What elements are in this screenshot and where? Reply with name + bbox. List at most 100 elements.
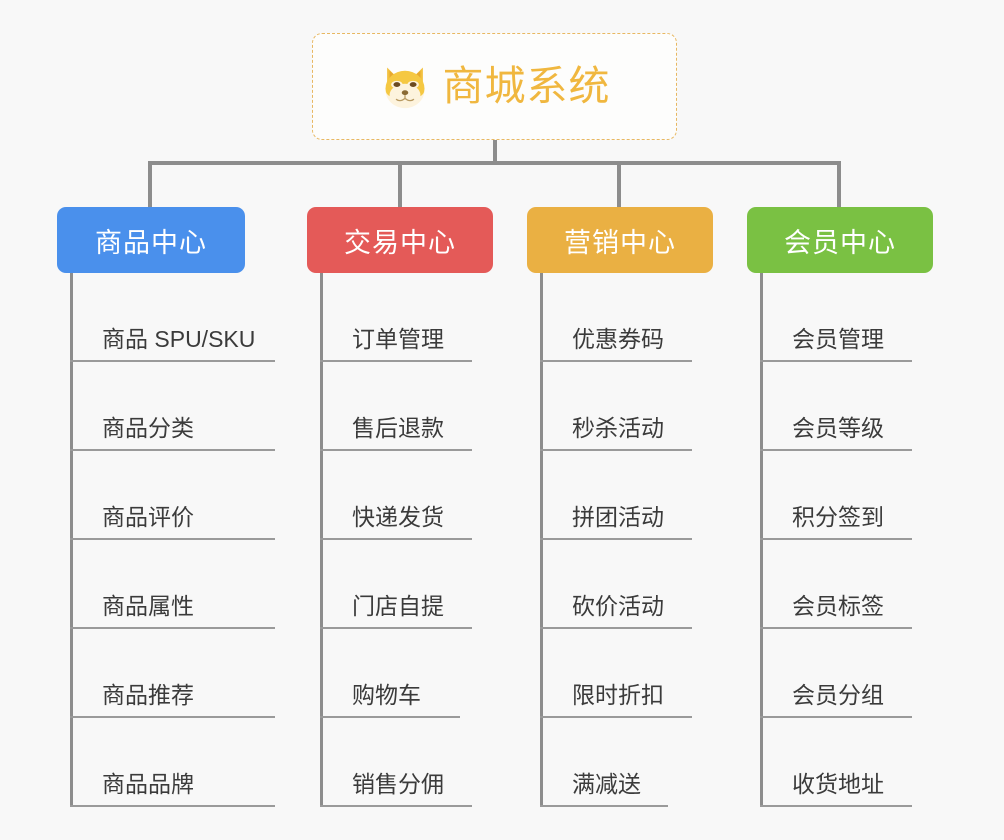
leaf-item[interactable]: 快递发货 xyxy=(320,451,512,540)
leaf-rule xyxy=(540,716,692,718)
connector-drop-member-center xyxy=(837,161,841,208)
branch-marketing-center: 营销中心 优惠券码 秒杀活动 拼团活动 砍价活动 限时折扣 xyxy=(527,207,732,807)
category-label: 会员中心 xyxy=(784,227,896,258)
leaf-item[interactable]: 商品推荐 xyxy=(70,629,287,718)
leaf-item[interactable]: 积分签到 xyxy=(760,451,952,540)
leaf-item[interactable]: 商品品牌 xyxy=(70,718,287,807)
leaf-trunk xyxy=(320,273,323,807)
leaf-rule xyxy=(70,627,275,629)
leaf-item[interactable]: 会员等级 xyxy=(760,362,952,451)
leaf-label: 满减送 xyxy=(572,770,641,797)
leaf-rule xyxy=(760,360,912,362)
leaf-rule xyxy=(760,805,912,807)
leaf-item[interactable]: 拼团活动 xyxy=(540,451,732,540)
root-title: 商城系统 xyxy=(442,63,611,109)
leaf-label: 售后退款 xyxy=(352,414,444,441)
branch-product-center: 商品中心 商品 SPU/SKU 商品分类 商品评价 商品属性 商品推荐 xyxy=(57,207,287,807)
leaf-rule xyxy=(540,627,692,629)
leaf-rule xyxy=(540,360,692,362)
leaf-list-member-center: 会员管理 会员等级 积分签到 会员标签 会员分组 收货地址 xyxy=(760,273,952,807)
leaf-label: 商品 SPU/SKU xyxy=(102,325,256,352)
leaf-item[interactable]: 秒杀活动 xyxy=(540,362,732,451)
leaf-rule xyxy=(760,538,912,540)
leaf-label: 砍价活动 xyxy=(572,592,664,619)
root-node[interactable]: 商城系统 xyxy=(312,33,677,140)
leaf-item[interactable]: 会员标签 xyxy=(760,540,952,629)
leaf-list-trade-center: 订单管理 售后退款 快递发货 门店自提 购物车 销售分佣 xyxy=(320,273,512,807)
leaf-label: 拼团活动 xyxy=(572,503,664,530)
leaf-rule xyxy=(320,538,472,540)
leaf-rule xyxy=(70,449,275,451)
leaf-label: 商品属性 xyxy=(102,592,194,619)
branch-member-center: 会员中心 会员管理 会员等级 积分签到 会员标签 会员分组 xyxy=(747,207,952,807)
category-label: 交易中心 xyxy=(344,227,456,258)
category-header-member-center[interactable]: 会员中心 xyxy=(747,207,933,273)
leaf-item[interactable]: 砍价活动 xyxy=(540,540,732,629)
connector-horizontal-bus xyxy=(148,161,841,165)
leaf-rule xyxy=(70,716,275,718)
leaf-label: 快递发货 xyxy=(352,503,444,530)
leaf-label: 会员管理 xyxy=(792,325,884,352)
leaf-label: 秒杀活动 xyxy=(572,414,664,441)
leaf-rule xyxy=(540,449,692,451)
leaf-item[interactable]: 会员管理 xyxy=(760,273,952,362)
category-label: 营销中心 xyxy=(564,227,676,258)
leaf-label: 收货地址 xyxy=(792,770,884,797)
leaf-label: 会员分组 xyxy=(792,681,884,708)
leaf-rule xyxy=(70,805,275,807)
leaf-item[interactable]: 购物车 xyxy=(320,629,512,718)
leaf-label: 积分签到 xyxy=(792,503,884,530)
leaf-rule xyxy=(320,805,472,807)
connector-drop-product-center xyxy=(148,161,152,208)
branch-trade-center: 交易中心 订单管理 售后退款 快递发货 门店自提 购物车 xyxy=(307,207,512,807)
leaf-rule xyxy=(320,449,472,451)
leaf-label: 门店自提 xyxy=(352,592,444,619)
leaf-item[interactable]: 商品属性 xyxy=(70,540,287,629)
leaf-rule xyxy=(70,360,275,362)
leaf-list-marketing-center: 优惠券码 秒杀活动 拼团活动 砍价活动 限时折扣 满减送 xyxy=(540,273,732,807)
leaf-item[interactable]: 售后退款 xyxy=(320,362,512,451)
leaf-rule xyxy=(70,538,275,540)
leaf-trunk xyxy=(760,273,763,807)
leaf-item[interactable]: 商品评价 xyxy=(70,451,287,540)
leaf-rule xyxy=(760,449,912,451)
leaf-rule xyxy=(540,538,692,540)
leaf-item[interactable]: 商品 SPU/SKU xyxy=(70,273,287,362)
leaf-trunk xyxy=(540,273,543,807)
leaf-item[interactable]: 销售分佣 xyxy=(320,718,512,807)
leaf-rule xyxy=(320,627,472,629)
leaf-label: 会员标签 xyxy=(792,592,884,619)
leaf-rule xyxy=(320,360,472,362)
category-label: 商品中心 xyxy=(95,227,207,258)
leaf-label: 销售分佣 xyxy=(352,770,444,797)
leaf-item[interactable]: 会员分组 xyxy=(760,629,952,718)
leaf-item[interactable]: 满减送 xyxy=(540,718,732,807)
category-header-marketing-center[interactable]: 营销中心 xyxy=(527,207,713,273)
leaf-item[interactable]: 收货地址 xyxy=(760,718,952,807)
category-header-product-center[interactable]: 商品中心 xyxy=(57,207,245,273)
leaf-label: 商品分类 xyxy=(102,414,194,441)
category-header-trade-center[interactable]: 交易中心 xyxy=(307,207,493,273)
leaf-label: 优惠券码 xyxy=(572,325,664,352)
leaf-label: 商品评价 xyxy=(102,503,194,530)
leaf-label: 购物车 xyxy=(352,681,421,708)
leaf-item[interactable]: 订单管理 xyxy=(320,273,512,362)
shiba-dog-icon xyxy=(385,67,424,108)
leaf-item[interactable]: 限时折扣 xyxy=(540,629,732,718)
leaf-rule xyxy=(320,716,460,718)
leaf-list-product-center: 商品 SPU/SKU 商品分类 商品评价 商品属性 商品推荐 商品品牌 xyxy=(70,273,287,807)
leaf-label: 订单管理 xyxy=(352,325,444,352)
leaf-item[interactable]: 商品分类 xyxy=(70,362,287,451)
leaf-label: 会员等级 xyxy=(792,414,884,441)
leaf-item[interactable]: 优惠券码 xyxy=(540,273,732,362)
leaf-item[interactable]: 门店自提 xyxy=(320,540,512,629)
leaf-label: 限时折扣 xyxy=(572,681,664,708)
leaf-label: 商品品牌 xyxy=(102,770,194,797)
leaf-rule xyxy=(760,627,912,629)
leaf-rule xyxy=(760,716,912,718)
leaf-trunk xyxy=(70,273,73,807)
connector-drop-trade-center xyxy=(398,161,402,208)
leaf-label: 商品推荐 xyxy=(102,681,194,708)
connector-drop-marketing-center xyxy=(617,161,621,208)
